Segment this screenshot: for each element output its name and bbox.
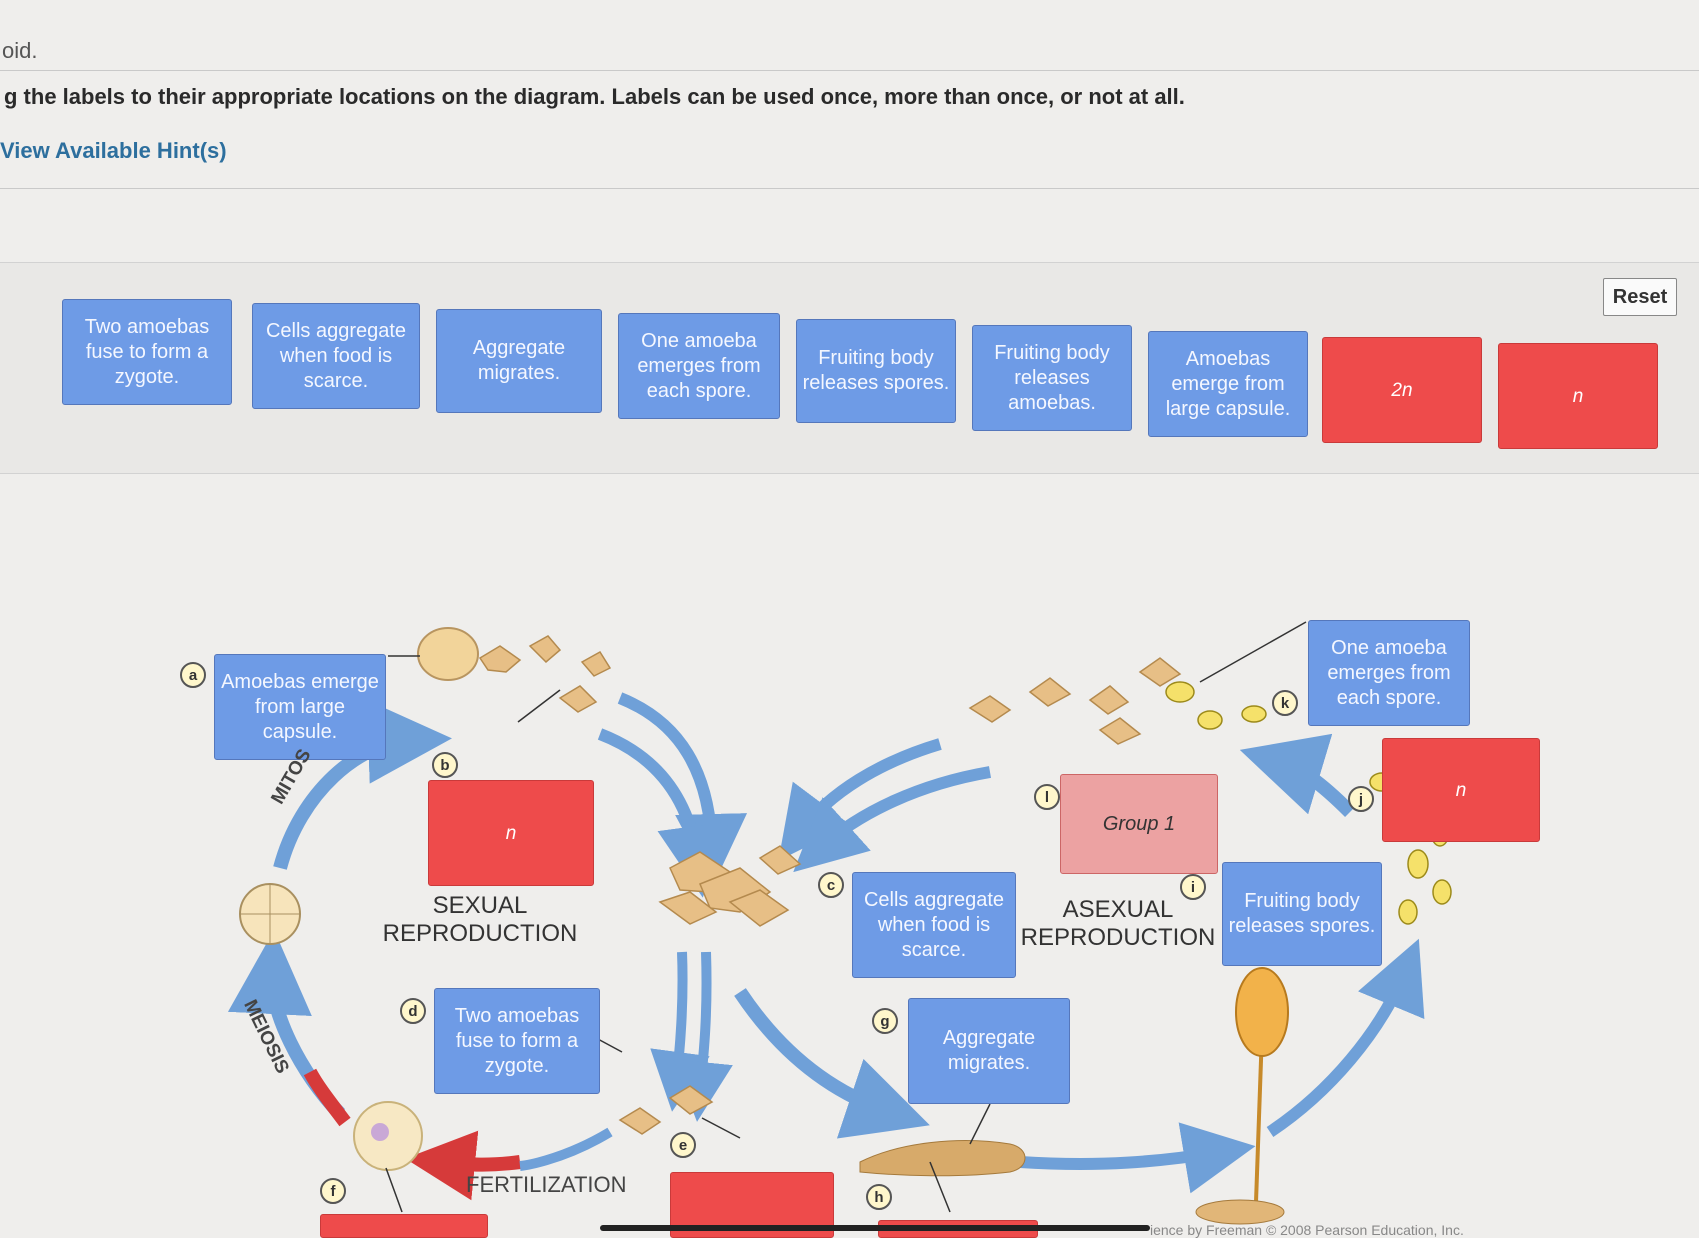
placed-label-i[interactable]: Group 1 xyxy=(1060,774,1218,874)
asexual-reproduction-label: ASEXUAL REPRODUCTION xyxy=(1020,896,1216,951)
marker-e: e xyxy=(670,1132,696,1158)
label-aggregate-migrates[interactable]: Aggregate migrates. xyxy=(436,309,602,413)
marker-f: f xyxy=(320,1178,346,1204)
label-cells-aggregate[interactable]: Cells aggregate when food is scarce. xyxy=(252,303,420,409)
label-bank: Two amoebas fuse to form a zygote. Cells… xyxy=(0,262,1699,474)
marker-k: k xyxy=(1272,690,1298,716)
scrollbar[interactable] xyxy=(600,1225,1150,1231)
label-one-amoeba-emerges[interactable]: One amoeba emerges from each spore. xyxy=(618,313,780,419)
placed-label-a[interactable]: Amoebas emerge from large capsule. xyxy=(214,654,386,760)
label-fruiting-body-releases-amoebas[interactable]: Fruiting body releases amoebas. xyxy=(972,325,1132,431)
placed-label-f[interactable] xyxy=(320,1214,488,1238)
placed-label-l[interactable]: Fruiting body releases spores. xyxy=(1222,862,1382,966)
diagram-artwork xyxy=(227,621,1452,1225)
marker-a: a xyxy=(180,662,206,688)
copyright-credit: ience by Freeman © 2008 Pearson Educatio… xyxy=(1150,1222,1464,1238)
placed-label-g[interactable]: Aggregate migrates. xyxy=(908,998,1070,1104)
placed-label-k[interactable]: One amoeba emerges from each spore. xyxy=(1308,620,1470,726)
view-hints-link[interactable]: View Available Hint(s) xyxy=(0,138,227,163)
sexual-reproduction-label: SEXUAL REPRODUCTION xyxy=(382,892,578,947)
label-2n[interactable]: 2n xyxy=(1322,337,1482,443)
marker-d: d xyxy=(400,998,426,1024)
breadcrumb: oid. xyxy=(2,38,38,63)
label-n[interactable]: n xyxy=(1498,343,1658,449)
marker-b: b xyxy=(432,752,458,778)
placed-label-d[interactable]: Two amoebas fuse to form a zygote. xyxy=(434,988,600,1094)
marker-j: j xyxy=(1348,786,1374,812)
label-two-amoebas-fuse[interactable]: Two amoebas fuse to form a zygote. xyxy=(62,299,232,405)
placed-label-j[interactable]: n xyxy=(1382,738,1540,842)
placed-label-b[interactable]: n xyxy=(428,780,594,886)
fertilization-label: FERTILIZATION xyxy=(466,1172,627,1197)
marker-g: g xyxy=(872,1008,898,1034)
reset-button[interactable]: Reset xyxy=(1603,278,1677,316)
marker-c: c xyxy=(818,872,844,898)
instructions: g the labels to their appropriate locati… xyxy=(4,84,1185,109)
marker-l: i xyxy=(1180,874,1206,900)
marker-i: l xyxy=(1034,784,1060,810)
divider xyxy=(0,188,1699,189)
divider xyxy=(0,70,1699,71)
life-cycle-diagram: Amoebas emerge from large capsule. n Cel… xyxy=(0,472,1699,1238)
label-fruiting-body-releases-spores[interactable]: Fruiting body releases spores. xyxy=(796,319,956,423)
label-amoebas-emerge-large-capsule[interactable]: Amoebas emerge from large capsule. xyxy=(1148,331,1308,437)
marker-h: h xyxy=(866,1184,892,1210)
placed-label-c[interactable]: Cells aggregate when food is scarce. xyxy=(852,872,1016,978)
